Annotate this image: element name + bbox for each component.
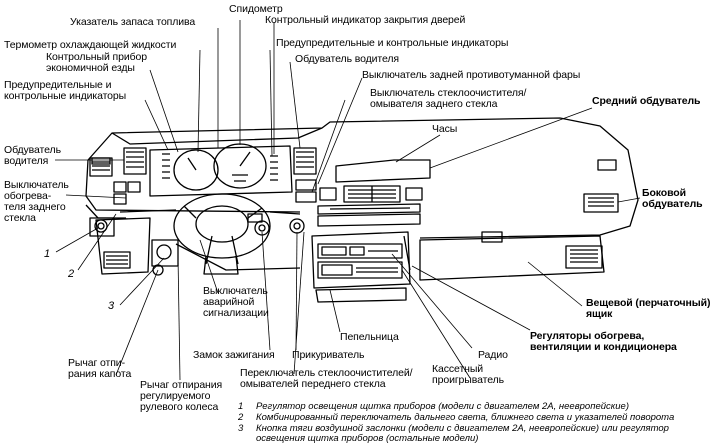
label-door-indicator: Контрольный индикатор закрытия дверей xyxy=(265,14,466,26)
label-rear-fog-switch: Выключатель задней противотуманной фары xyxy=(362,69,581,81)
steering-wheel xyxy=(173,193,271,259)
dash-top-outline xyxy=(87,117,639,239)
side-vent xyxy=(583,193,619,213)
label-hazard-line2: аварийной xyxy=(203,296,255,308)
footnote-3-text-cont: освещения щитка приборов (остальные моде… xyxy=(256,433,479,444)
label-clock: Часы xyxy=(432,123,458,135)
footnote-3-text: Кнопка тяги воздушной заслонки (модели с… xyxy=(256,423,669,434)
radio-unit xyxy=(317,243,403,259)
label-coolant-thermometer: Термометр охлаждающей жидкости xyxy=(4,39,177,51)
steering-column xyxy=(203,255,239,275)
lower-left-panel xyxy=(95,217,151,275)
label-rear-heater-line2: обогрева- xyxy=(4,190,52,202)
footnote-2-text: Комбинированный переключатель дальнего с… xyxy=(256,412,675,423)
label-steering-line3: рулевого колеса xyxy=(140,401,219,413)
label-ashtray: Пепельница xyxy=(340,331,399,343)
clock-panel xyxy=(335,159,431,183)
label-hood-line2: рания капота xyxy=(68,368,132,380)
label-side-vent-line2: обдуватель xyxy=(642,198,703,210)
label-radio: Радио xyxy=(478,349,508,361)
driver-vent-right xyxy=(293,147,317,175)
callout-3: 3 xyxy=(108,300,115,312)
cigar-lighter xyxy=(289,218,305,234)
label-center-vent: Средний обдуватель xyxy=(592,95,701,107)
label-ignition: Замок зажигания xyxy=(193,349,275,361)
gauge-left xyxy=(173,149,219,191)
label-driver-vent-top: Обдуватель водителя xyxy=(295,53,400,65)
label-rear-heater-line4: стекла xyxy=(4,212,36,224)
label-hvac-line1: Регуляторы обогрева, xyxy=(530,330,645,342)
label-hazard-line1: Выключатель xyxy=(203,285,268,297)
label-driver-vent-left-line2: водителя xyxy=(4,155,49,167)
label-warning-indicators-left-line2: контрольные индикаторы xyxy=(4,90,127,102)
label-rear-heater-line1: Выключатель xyxy=(4,179,69,191)
label-side-vent-line1: Боковой xyxy=(642,187,686,199)
left-outer-vent xyxy=(89,157,113,177)
cluster-face xyxy=(149,145,293,197)
label-economy-gauge-line1: Контрольный прибор xyxy=(46,51,148,63)
label-lighter: Прикуриватель xyxy=(292,349,365,361)
label-hood-line1: Рычаг отпи- xyxy=(68,357,125,369)
label-cassette-line2: проигрыватель xyxy=(432,374,504,386)
driver-vent-left xyxy=(123,147,147,175)
label-warning-indicators-right: Предупредительные и контрольные индикато… xyxy=(276,37,509,49)
center-stack xyxy=(311,231,411,289)
label-glovebox-line1: Вещевой (перчаточный) xyxy=(586,297,711,309)
footnote-3-num: 3 xyxy=(238,423,244,434)
label-front-wiper-line2: омывателей переднего стекла xyxy=(240,378,386,390)
label-steering-line2: регулируемого xyxy=(140,390,211,402)
label-driver-vent-left-line1: Обдуватель xyxy=(4,144,61,156)
label-fuel-gauge: Указатель запаса топлива xyxy=(70,16,196,28)
callout-1: 1 xyxy=(44,248,51,260)
footnote-2-num: 2 xyxy=(238,412,244,423)
leader-lines xyxy=(55,20,641,381)
label-economy-gauge-line2: экономичной езды xyxy=(46,62,135,74)
label-glovebox-line2: ящик xyxy=(586,308,613,320)
label-rear-heater-line3: теля заднего xyxy=(4,201,66,213)
label-rear-wiper-line2: омывателя заднего стекла xyxy=(370,98,498,110)
label-rear-wiper-line1: Выключатель стеклоочистителя/ xyxy=(370,87,527,99)
footnote-1-num: 1 xyxy=(238,401,244,412)
dimmer-knob xyxy=(94,219,108,233)
callout-2: 2 xyxy=(68,268,75,280)
footnote-1-text: Регулятор освещения щитка приборов (моде… xyxy=(256,401,629,412)
cluster-hood xyxy=(111,127,323,145)
glovebox xyxy=(419,235,605,281)
ashtray-drawer xyxy=(315,287,407,303)
label-hazard-line3: сигнализации xyxy=(203,307,269,319)
label-warning-indicators-left-line1: Предупредительные и xyxy=(4,79,112,91)
label-speedometer: Спидометр xyxy=(229,3,283,15)
label-cassette-line1: Кассетный xyxy=(432,363,484,375)
dash-face xyxy=(85,159,301,213)
label-front-wiper-line1: Переключатель стеклоочистителей/ xyxy=(240,367,413,379)
label-hvac-line2: вентиляции и кондиционера xyxy=(530,341,677,353)
label-steering-line1: Рычаг отпирания xyxy=(140,379,223,391)
glovebox-right-grille xyxy=(565,245,603,269)
